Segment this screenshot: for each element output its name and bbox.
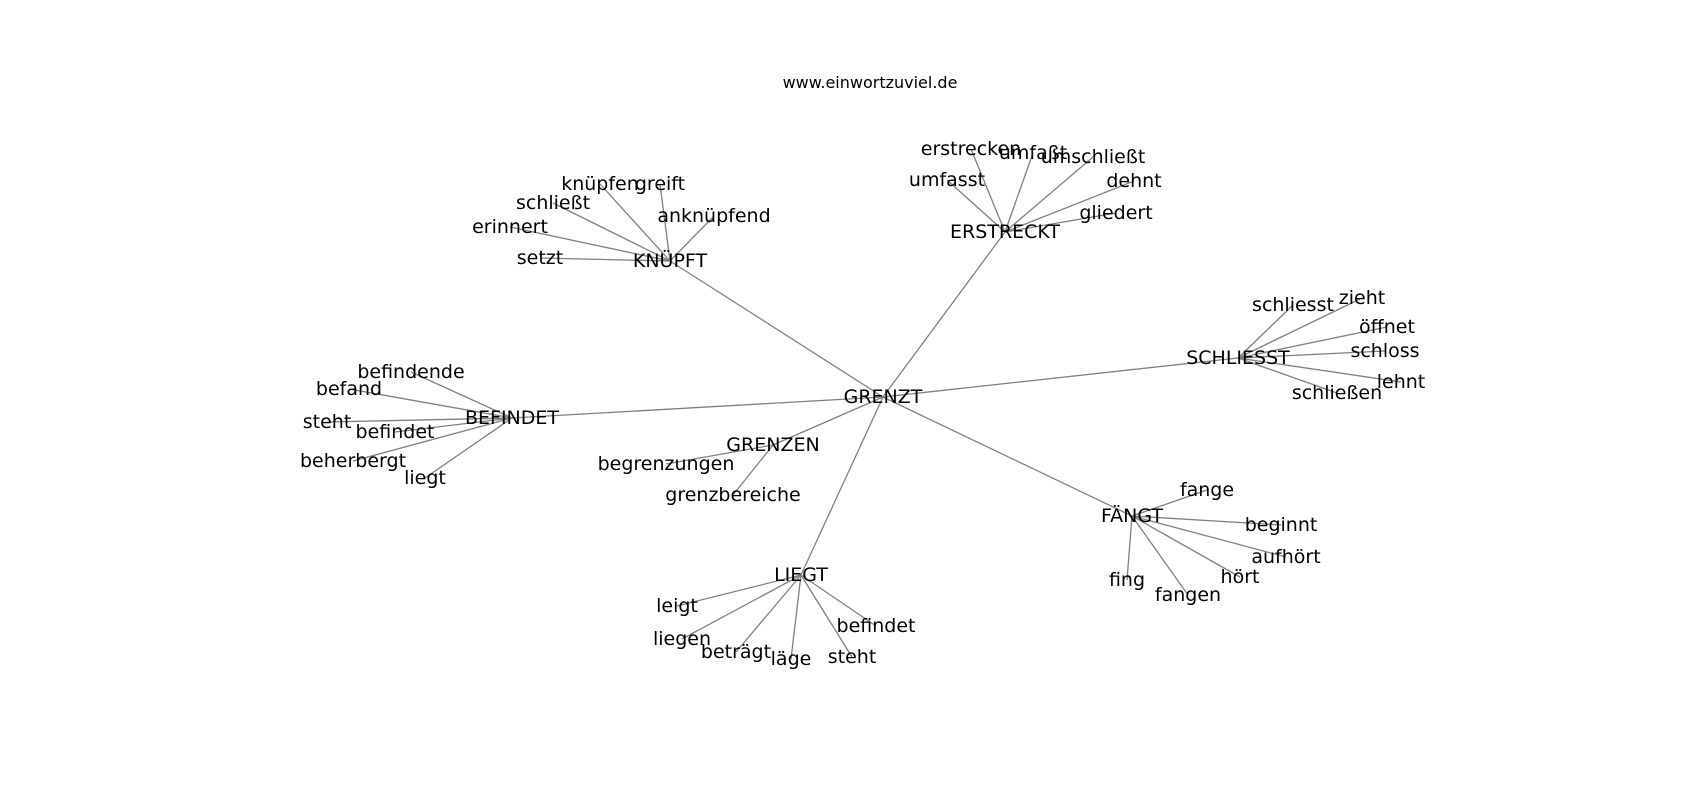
leaf-node-label: befindet xyxy=(356,421,435,443)
edge-faengt-leaf xyxy=(1131,515,1282,526)
hub-node-schliesst: SCHLIESST xyxy=(1186,347,1290,369)
leaf-node-label: fing xyxy=(1109,569,1145,591)
leaf-node-label: dehnt xyxy=(1106,170,1161,192)
edge-grenzen-leaf xyxy=(665,444,774,465)
edge-knuepft-leaf xyxy=(509,226,671,262)
edge-befindet-leaf xyxy=(348,388,513,419)
edge-befindet-leaf xyxy=(410,371,513,419)
leaf-node-label: beherbergt xyxy=(300,450,406,472)
edge-erstreckt-leaf xyxy=(946,179,1006,233)
leaf-node-label: greift xyxy=(635,173,685,195)
leaf-node-label: befand xyxy=(316,378,382,400)
edge-faengt-leaf xyxy=(1131,489,1208,517)
edge-liegt-leaf xyxy=(676,574,802,607)
hub-node-erstreckt: ERSTRECKT xyxy=(950,221,1060,243)
edge-liegt-leaf xyxy=(790,574,802,660)
edge-erstreckt-leaf xyxy=(970,148,1006,233)
leaf-node-label: befindende xyxy=(357,361,464,383)
leaf-node-label: begrenzungen xyxy=(598,453,735,475)
leaf-node-label: öffnet xyxy=(1359,316,1415,338)
leaf-node-label: fangen xyxy=(1155,584,1221,606)
leaf-node-label: grenzbereiche xyxy=(665,484,800,506)
edge-faengt-leaf xyxy=(1131,515,1241,578)
edge-schliesst-leaf xyxy=(1237,304,1294,359)
edge-erstreckt-leaf xyxy=(1004,212,1117,233)
leaf-node-label: leigt xyxy=(656,595,698,617)
edge-schliesst-leaf xyxy=(1237,326,1388,359)
edge-befindet-leaf xyxy=(352,417,513,462)
edge-erstreckt-leaf xyxy=(1004,180,1135,233)
hub-node-knuepft: KNÜPFT xyxy=(633,249,708,272)
leaf-node-label: zieht xyxy=(1339,287,1385,309)
leaf-node-label: beträgt xyxy=(701,641,771,663)
leaf-node-label: steht xyxy=(828,646,877,668)
edge-faengt-leaf xyxy=(1126,515,1133,581)
leaf-node-label: schließen xyxy=(1292,382,1382,404)
leaf-node-label: knüpfen xyxy=(561,173,639,195)
edge-center-grenzen xyxy=(772,396,884,446)
edge-knuepft-leaf xyxy=(669,215,715,262)
edge-schliesst-leaf xyxy=(1237,357,1402,383)
edge-center-knuepft xyxy=(669,260,884,398)
edge-knuepft-leaf xyxy=(599,183,671,262)
edge-liegt-leaf xyxy=(800,574,877,627)
edge-liegt-leaf xyxy=(800,574,853,658)
edge-knuepft-leaf xyxy=(659,183,671,262)
edge-schliesst-leaf xyxy=(1237,297,1363,359)
edge-center-faengt xyxy=(882,396,1133,517)
hub-node-liegt: LIEGT xyxy=(774,564,828,586)
edge-faengt-leaf xyxy=(1131,515,1189,596)
leaf-node-label: umfaßt xyxy=(999,142,1067,164)
edge-center-liegt xyxy=(800,396,884,576)
edge-befindet-leaf xyxy=(424,417,513,479)
edge-knuepft-leaf xyxy=(552,202,671,262)
hub-node-faengt: FÄNGT xyxy=(1101,504,1163,527)
leaf-node-label: anknüpfend xyxy=(657,205,770,227)
edge-grenzen-leaf xyxy=(732,444,774,496)
hub-node-grenzen: GRENZEN xyxy=(726,434,819,456)
leaf-node-label: lehnt xyxy=(1377,371,1426,393)
edge-befindet-leaf xyxy=(326,417,513,423)
leaf-node-label: umfasst xyxy=(909,169,985,191)
leaf-node-label: aufhört xyxy=(1251,546,1320,568)
source-label: www.einwortzuviel.de xyxy=(783,73,958,92)
edge-center-erstreckt xyxy=(882,231,1006,398)
center-node-label: GRENZT xyxy=(844,386,923,408)
edge-center-befindet xyxy=(511,396,884,419)
edge-knuepft-leaf xyxy=(539,257,671,262)
leaf-node-label: läge xyxy=(771,648,812,670)
leaf-node-label: steht xyxy=(303,411,352,433)
hub-node-befindet: BEFINDET xyxy=(465,407,559,429)
leaf-node-label: umschließt xyxy=(1041,146,1146,168)
leaf-node-label: erstrecken xyxy=(921,138,1021,160)
leaf-node-label: liegt xyxy=(404,467,446,489)
leaf-node-label: erinnert xyxy=(472,216,548,238)
edge-center-schliesst xyxy=(882,357,1239,398)
leaf-node-label: schliesst xyxy=(1252,294,1334,316)
edge-faengt-leaf xyxy=(1131,515,1287,558)
graph-edges xyxy=(326,148,1402,660)
edge-erstreckt-leaf xyxy=(1004,156,1094,233)
leaf-node-label: gliedert xyxy=(1079,202,1152,224)
edge-liegt-leaf xyxy=(735,574,802,653)
leaf-node-label: befindet xyxy=(837,615,916,637)
leaf-node-label: fange xyxy=(1180,479,1234,501)
leaf-node-label: schloss xyxy=(1350,340,1419,362)
edge-erstreckt-leaf xyxy=(1004,152,1034,233)
edge-schliesst-leaf xyxy=(1237,357,1338,394)
edge-schliesst-leaf xyxy=(1237,350,1386,359)
edge-befindet-leaf xyxy=(394,417,513,433)
leaf-node-label: schließt xyxy=(516,192,590,214)
leaf-node-label: hört xyxy=(1221,566,1260,588)
leaf-node-label: setzt xyxy=(517,247,563,269)
leaf-node-label: beginnt xyxy=(1245,514,1318,536)
edge-liegt-leaf xyxy=(681,574,802,640)
leaf-node-label: liegen xyxy=(653,628,711,650)
